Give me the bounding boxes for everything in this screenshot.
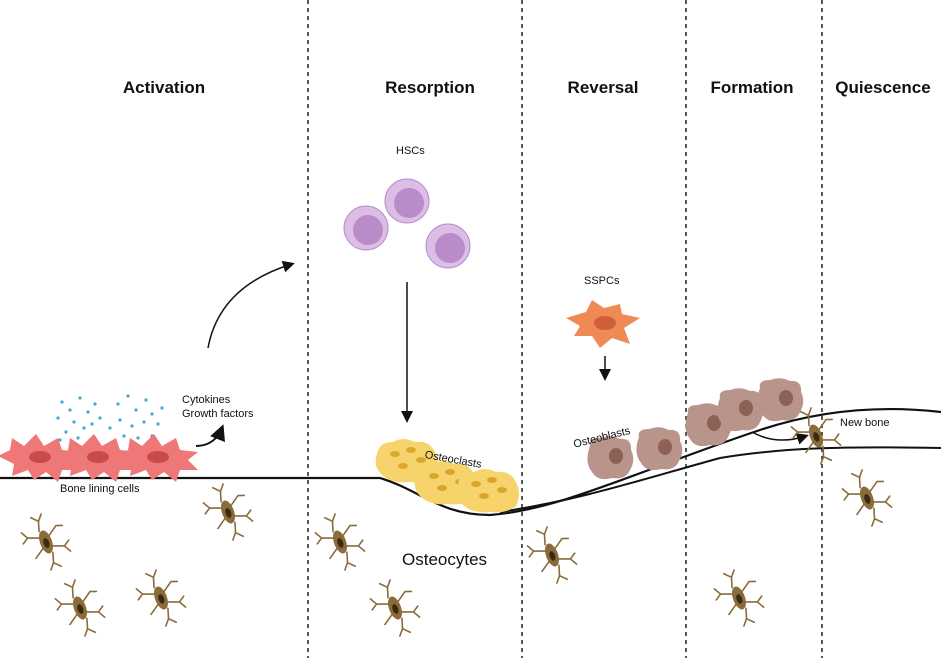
osteocytes-label: Osteocytes: [402, 550, 488, 569]
phase-title-quiescence: Quiescence: [835, 78, 931, 97]
phase-title-activation: Activation: [122, 78, 206, 97]
bone-lining-cells-label: Bone lining cells: [60, 483, 140, 495]
sspcs-label: SSPCs: [584, 275, 620, 287]
phase-title-reversal: Reversal: [567, 78, 639, 97]
formation-arrow: [751, 431, 809, 445]
phase-title-formation: Formation: [710, 78, 794, 97]
hscs-label: HSCs: [396, 145, 425, 157]
new-bone-line: [499, 446, 941, 513]
cytokine-release-arrow: [195, 424, 225, 447]
hsc-cells: [343, 178, 471, 269]
cytokines-label: Cytokines: [182, 394, 231, 406]
activation-curved-arrow: [207, 260, 295, 349]
sspc-cell: [566, 300, 640, 348]
new-bone-label: New bone: [840, 417, 890, 429]
growth-factors-label: Growth factors: [182, 408, 254, 420]
bone-lining-cells: [0, 434, 198, 482]
osteoclasts: [375, 439, 519, 513]
cytokine-particles: [56, 394, 164, 442]
phase-title-resorption: Resorption: [385, 78, 475, 97]
